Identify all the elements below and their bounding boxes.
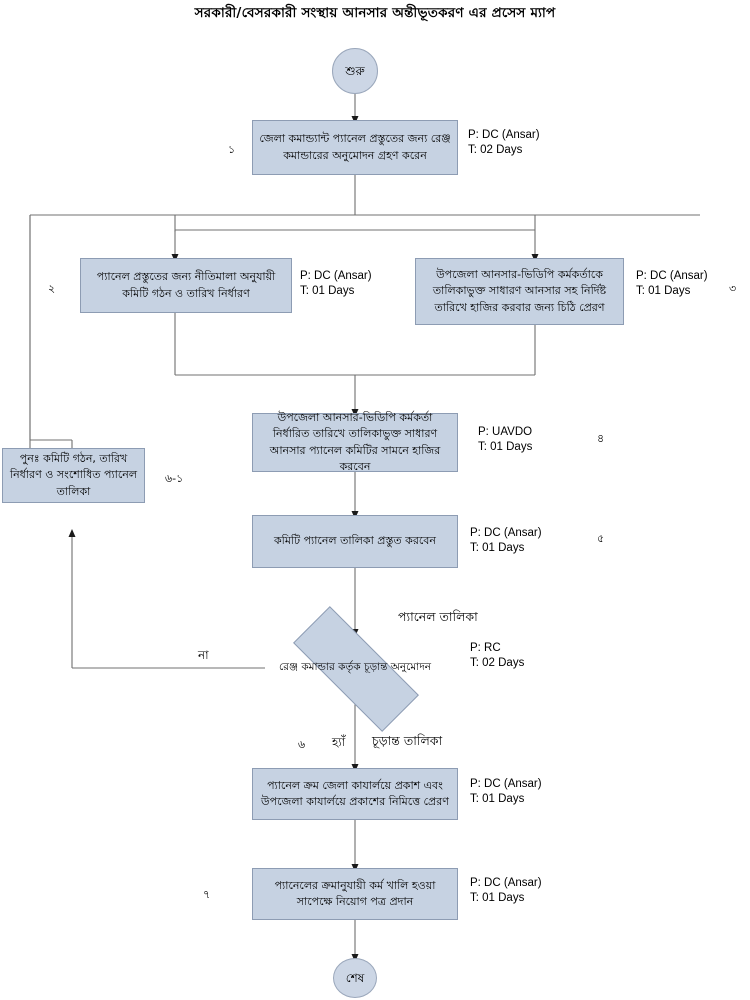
meta-step2-performer: P: DC (Ansar) [300,270,372,282]
process-node-step1[interactable]: জেলা কমান্ড্যান্ট প্যানেল প্রস্তুতের জন্… [252,120,458,175]
meta-step7-time: T: 01 Days [470,793,525,805]
meta-step5-performer: P: DC (Ansar) [470,527,542,539]
process-node-step8[interactable]: প্যানেলের ক্রমানুযায়ী কর্ম খালি হওয়া স… [252,868,458,920]
start-node[interactable]: শুরু [332,48,378,94]
process-node-step8-label: প্যানেলের ক্রমানুযায়ী কর্ম খালি হওয়া স… [274,878,436,909]
step-number-2: ২ [48,282,56,295]
meta-step1-performer: P: DC (Ansar) [468,129,540,141]
step-number-5: ৫ [597,532,605,545]
process-node-step2-label: প্যানেল প্রস্তুতের জন্য নীতিমালা অনুযায়… [96,270,276,300]
meta-step7-performer: P: DC (Ansar) [470,778,542,790]
step-number-6-1: ৬-১ [165,472,184,485]
process-node-step4[interactable]: উপজেলা আনসার-ভিডিপি কর্মকর্তা নির্ধারিত … [252,411,458,473]
process-node-step5[interactable]: কমিটি প্যানেল তালিকা প্রস্তুত করবেন [252,515,458,568]
flow-label-final-list: চূড়ান্ত তালিকা [372,733,443,748]
end-node-label: শেষ [345,971,365,985]
meta-step4-performer: P: UAVDO [478,426,533,438]
decision-node-label: রেঞ্জ কমান্ডার কর্তৃক চূড়ান্ত অনুমোদন [278,661,432,674]
meta-step3-time: T: 01 Days [636,285,691,297]
meta-step4-time: T: 01 Days [478,441,533,453]
process-node-step3-label: উপজেলা আনসার-ভিডিপি কর্মকর্তাকে তালিকাভু… [432,267,607,314]
process-node-step3[interactable]: উপজেলা আনসার-ভিডিপি কর্মকর্তাকে তালিকাভু… [415,258,624,325]
meta-step1-time: T: 02 Days [468,144,523,156]
meta-step2-time: T: 01 Days [300,285,355,297]
end-node[interactable]: শেষ [333,958,377,998]
process-node-step4-label: উপজেলা আনসার-ভিডিপি কর্মকর্তা নির্ধারিত … [269,410,441,474]
meta-step8-performer: P: DC (Ansar) [470,877,542,889]
edge-label-yes: হ্যাঁ [332,735,346,749]
meta-step3-performer: P: DC (Ansar) [636,270,708,282]
process-node-step7[interactable]: প্যানেল ক্রম জেলা কাযার্লয়ে প্রকাশ এবং … [252,768,458,820]
decision-node[interactable]: রেঞ্জ কমান্ডার কর্তৃক চূড়ান্ত অনুমোদন [265,633,445,703]
edge-label-no: না [198,648,209,662]
process-node-rework-label: পুনঃ কমিটি গঠন, তারিখ নির্ধারণ ও সংশোধিত… [9,451,138,498]
step-number-7: ৭ [203,888,211,901]
process-node-step2[interactable]: প্যানেল প্রস্তুতের জন্য নীতিমালা অনুযায়… [80,258,292,313]
process-node-step1-label: জেলা কমান্ড্যান্ট প্যানেল প্রস্তুতের জন্… [259,132,451,162]
step-number-6: ৬ [298,738,306,751]
step-number-1: ১ [228,143,236,156]
step-number-4: ৪ [597,432,605,445]
meta-decision-time: T: 02 Days [470,657,525,669]
step-number-3: ৩ [729,282,737,295]
meta-step5-time: T: 01 Days [470,542,525,554]
meta-step8-time: T: 01 Days [470,892,525,904]
meta-decision-performer: P: RC [470,642,501,654]
flow-label-panel-list: প্যানেল তালিকা [398,609,478,624]
process-node-step5-label: কমিটি প্যানেল তালিকা প্রস্তুত করবেন [273,534,436,548]
start-node-label: শুরু [345,64,365,78]
process-node-rework[interactable]: পুনঃ কমিটি গঠন, তারিখ নির্ধারণ ও সংশোধিত… [2,448,145,503]
process-node-step7-label: প্যানেল ক্রম জেলা কাযার্লয়ে প্রকাশ এবং … [261,778,449,809]
page-title: সরকারী/বেসরকারী সংস্থায় আনসার অন্তীভূতক… [194,5,556,21]
